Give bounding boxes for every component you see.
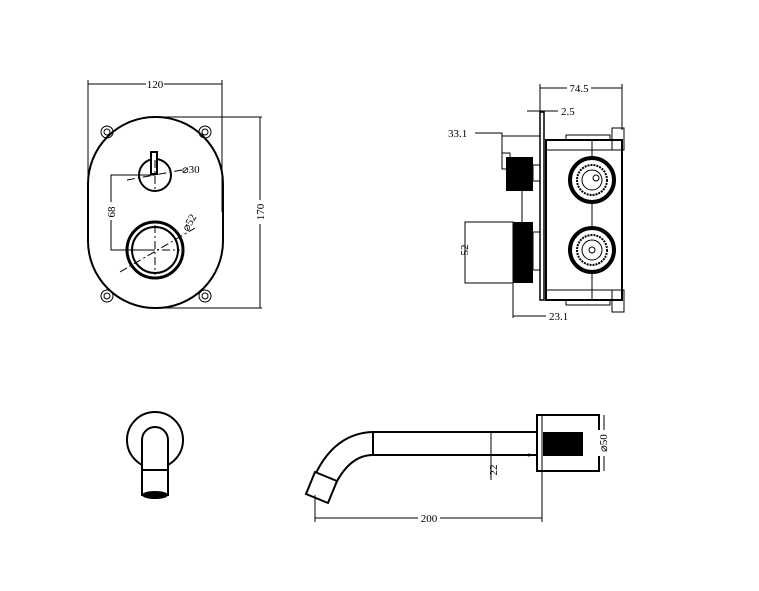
spout-outlet bbox=[142, 491, 168, 499]
label-bg bbox=[105, 202, 117, 220]
body-bracket bbox=[611, 289, 625, 313]
large-knob-side bbox=[513, 222, 533, 283]
side-view: 74.5 2.5 33.1 5 bbox=[448, 82, 625, 323]
spout-thread bbox=[543, 432, 583, 456]
mounting-ears bbox=[100, 125, 212, 303]
label-bg bbox=[146, 78, 164, 90]
spout-side-view: 22 ⌀50 200 bbox=[304, 414, 610, 525]
valve-port-top bbox=[568, 156, 616, 204]
spout-top-edge bbox=[314, 431, 537, 476]
front-view: 120 170 ⌀30 ⌀52 68 bbox=[87, 78, 267, 309]
large-knob-side-handle bbox=[464, 221, 514, 284]
label-bg bbox=[418, 512, 440, 524]
aerator-dot bbox=[527, 453, 531, 457]
pipe-dia-label: 22 bbox=[488, 465, 500, 476]
large-knob-dia-label: ⌀52 bbox=[180, 212, 199, 233]
spout-nozzle-side bbox=[304, 470, 339, 505]
handle-offset-label: 33.1 bbox=[448, 128, 467, 140]
body-bracket bbox=[611, 127, 625, 151]
flange-dia-label: ⌀50 bbox=[598, 434, 610, 452]
width-dim-label: 120 bbox=[147, 79, 164, 91]
label-bg bbox=[598, 430, 610, 456]
knob-offset-label: 23.1 bbox=[549, 311, 568, 323]
center-distance-label: 68 bbox=[106, 206, 118, 218]
lever bbox=[150, 151, 158, 175]
body-tab bbox=[565, 299, 611, 306]
label-bg bbox=[254, 200, 266, 224]
handle-offset-dim-line bbox=[475, 132, 503, 157]
knob-height-label: 52 bbox=[459, 245, 471, 256]
plate-dim-label: 2.5 bbox=[561, 106, 575, 118]
stem-collar bbox=[532, 231, 541, 271]
spout-pipe-end bbox=[141, 426, 169, 470]
spout-end-view bbox=[126, 411, 184, 499]
valve-port-bottom bbox=[568, 226, 616, 274]
small-knob-dia-label: ⌀30 bbox=[182, 164, 200, 176]
stem-collar bbox=[532, 164, 541, 182]
body-tab bbox=[565, 134, 611, 141]
spout-bottom-edge bbox=[334, 454, 537, 486]
wall-plate bbox=[87, 116, 224, 309]
small-knob-side bbox=[506, 157, 533, 191]
height-dim-label: 170 bbox=[255, 203, 267, 220]
depth-dim-label: 74.5 bbox=[569, 83, 589, 95]
length-dim-label: 200 bbox=[421, 513, 438, 525]
label-bg bbox=[567, 82, 591, 94]
wall-plate-side bbox=[539, 111, 545, 301]
